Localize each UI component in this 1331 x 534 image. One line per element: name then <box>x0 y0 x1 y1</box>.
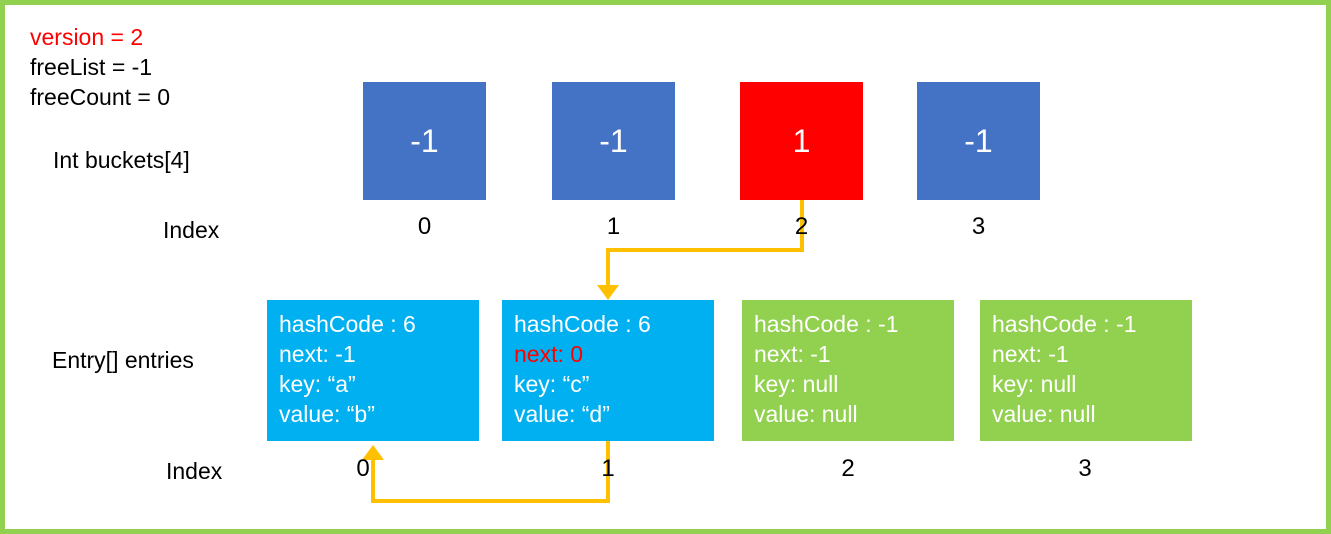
bucket-cell-3: -1 <box>917 82 1040 200</box>
bucket-index-2: 2 <box>794 213 809 240</box>
entries-array-label: Entry[] entries <box>52 347 194 373</box>
entry-1-key: key: “c” <box>514 371 590 397</box>
entry-2-value: value: null <box>754 401 858 427</box>
bucket-index-1: 1 <box>606 213 621 240</box>
bucket-value-0: -1 <box>410 123 439 159</box>
entry-1-hashcode: hashCode : 6 <box>514 311 651 337</box>
entry-2-hashcode: hashCode : -1 <box>754 311 899 337</box>
bucket-cell-1: -1 <box>552 82 675 200</box>
state-version: version = 2 <box>30 24 144 50</box>
entry-cell-3: hashCode : -1 next: -1 key: null value: … <box>980 300 1192 441</box>
entries-index-label: Index <box>166 458 223 484</box>
entry-index-2: 2 <box>841 455 855 482</box>
bucket-value-1: -1 <box>599 123 628 159</box>
bucket-cell-2-highlighted: 1 <box>740 82 863 200</box>
arrow-entry1-to-entry0-icon <box>362 441 610 503</box>
state-freelist: freeList = -1 <box>30 54 153 80</box>
bucket-index-0: 0 <box>417 213 432 240</box>
bucket-index-3: 3 <box>971 213 986 240</box>
buckets-array-label: Int buckets[4] <box>53 147 190 173</box>
state-block: version = 2 freeList = -1 freeCount = 0 <box>30 22 170 112</box>
entry-0-key: key: “a” <box>279 371 356 397</box>
entry-2-next: next: -1 <box>754 341 831 367</box>
entry-cell-1: hashCode : 6 next: 0 key: “c” value: “d” <box>502 300 714 441</box>
entry-cell-0: hashCode : 6 next: -1 key: “a” value: “b… <box>267 300 479 441</box>
entry-0-value: value: “b” <box>279 401 375 427</box>
entry-index-3: 3 <box>1078 455 1092 482</box>
entry-3-key: key: null <box>992 371 1077 397</box>
entry-3-value: value: null <box>992 401 1096 427</box>
entry-1-value: value: “d” <box>514 401 610 427</box>
entry-0-hashcode: hashCode : 6 <box>279 311 416 337</box>
entry-1-next-highlighted: next: 0 <box>514 341 584 367</box>
buckets-index-label: Index <box>163 217 220 243</box>
state-freecount: freeCount = 0 <box>30 84 171 110</box>
bucket-value-2: 1 <box>792 123 811 159</box>
entry-3-hashcode: hashCode : -1 <box>992 311 1137 337</box>
bucket-cell-0: -1 <box>363 82 486 200</box>
entry-index-0: 0 <box>356 455 370 482</box>
entry-2-key: key: null <box>754 371 839 397</box>
entry-cell-2: hashCode : -1 next: -1 key: null value: … <box>742 300 954 441</box>
entry-index-1: 1 <box>601 455 615 482</box>
entry-0-next: next: -1 <box>279 341 356 367</box>
entry-3-next: next: -1 <box>992 341 1069 367</box>
bucket-value-3: -1 <box>964 123 993 159</box>
